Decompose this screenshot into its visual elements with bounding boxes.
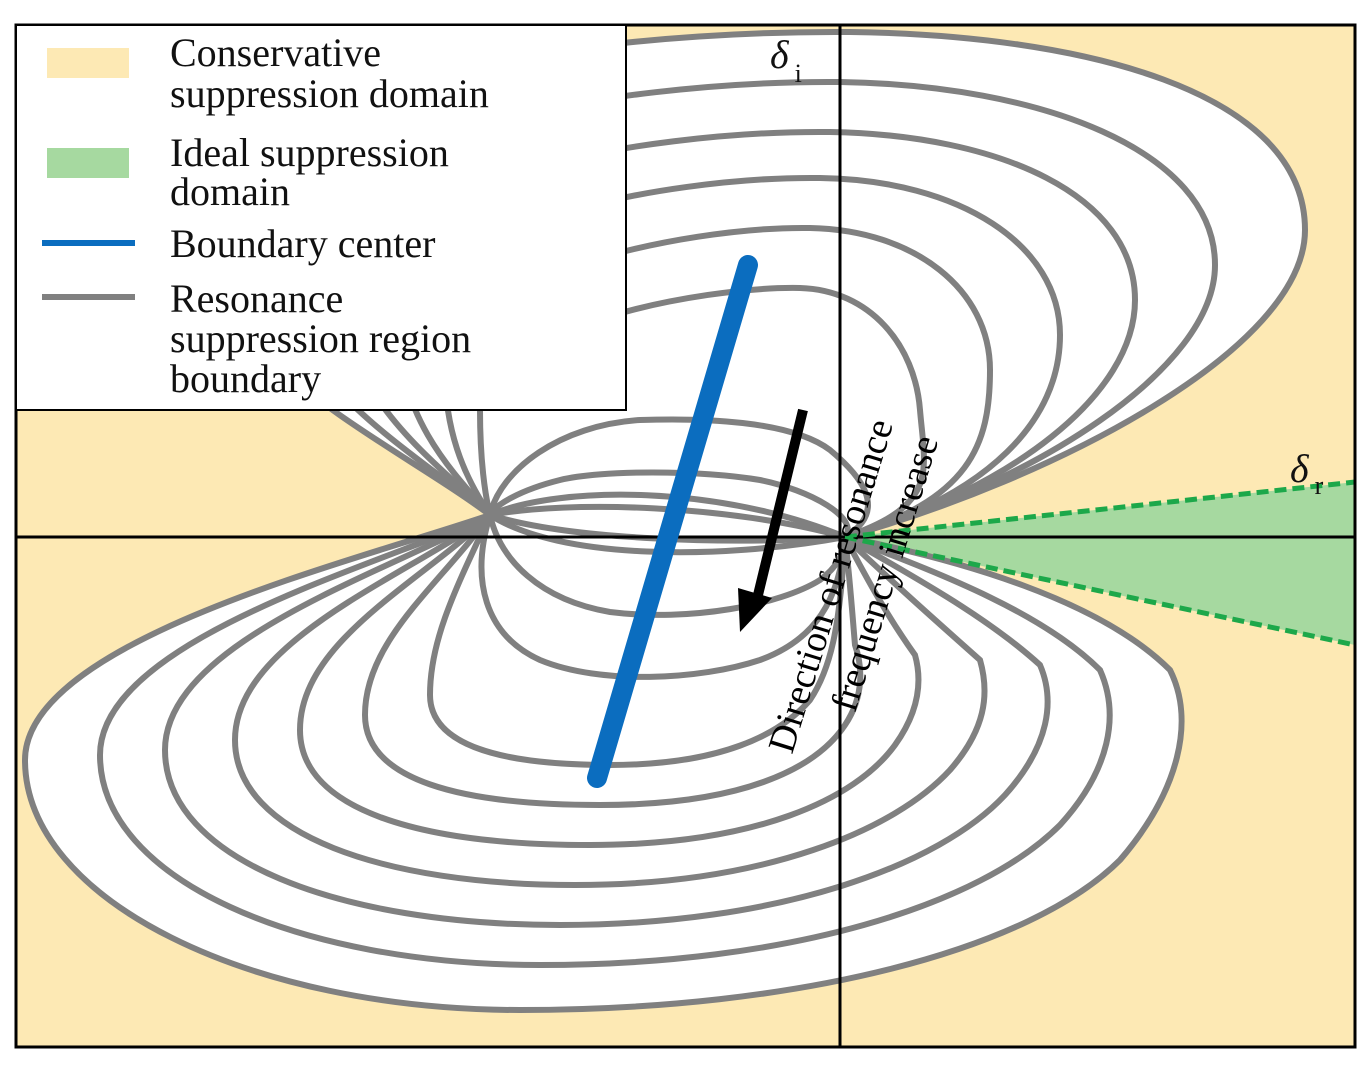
ideal-domain-upper-border [844,479,1355,540]
legend-conservative-line1: Conservative [170,30,381,75]
boundary-loop [296,512,922,849]
legend-ideal-line2: domain [170,169,290,214]
boundary-center-line [587,255,758,788]
plot-frame [14,23,1357,1049]
direction-arrow-shaft [753,408,808,597]
legend-conservative-line2: suppression domain [170,71,489,116]
boundary-loop [161,512,1051,929]
legend-swatch-conservative [47,48,129,78]
legend: Conservative suppression domain Ideal su… [15,24,627,411]
boundary-loop [476,284,927,540]
legend-boundary-line3: boundary [170,356,321,401]
boundary-loop [96,512,1113,969]
legend-ideal-line1: Ideal suppression [170,130,449,175]
imaginary-axis-symbol: δ [770,32,790,77]
ideal-suppression-domain [845,482,1355,645]
legend-center-label: Boundary center [170,221,435,266]
direction-arrow-head [738,588,772,632]
legend-boundary-line1: Resonance [170,276,343,321]
real-axis-subscript: r [1315,471,1324,500]
boundary-loop [231,512,988,889]
boundary-loop [21,512,1185,1014]
boundary-loop [487,416,871,540]
boundary-loop [361,513,864,809]
boundary-loop [487,469,851,539]
boundary-loop [478,514,848,680]
real-axis-symbol: δ [1290,446,1310,491]
legend-box [15,24,627,411]
imaginary-axis-subscript: i [795,59,802,88]
boundary-loop [487,514,848,618]
legend-boundary-line2: suppression region [170,316,471,361]
ideal-domain-lower-border [844,534,1355,648]
legend-swatch-ideal [47,148,129,178]
